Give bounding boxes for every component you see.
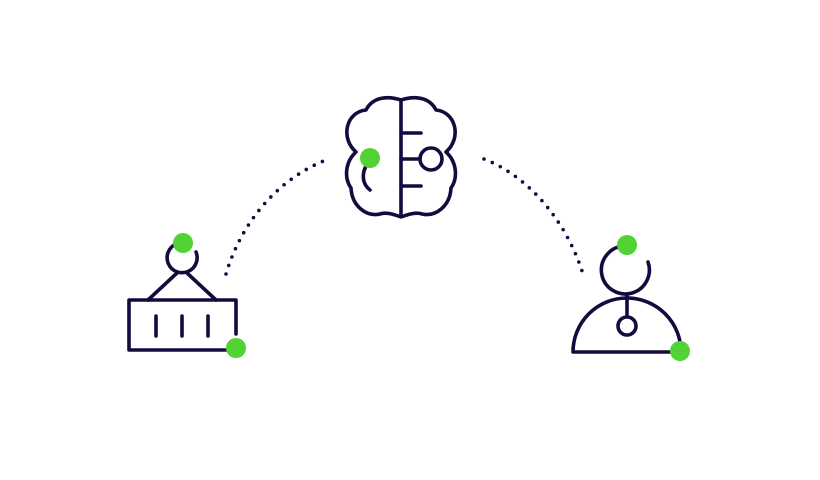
brain-circuit-traces (399, 131, 423, 188)
brain-circuit-node (418, 146, 444, 172)
person-head (599, 244, 652, 296)
brain-circuit-icon (344, 95, 458, 219)
person-pendant (616, 315, 638, 337)
person-head-accent-dot (617, 235, 637, 255)
right-dotted-connector (482, 157, 585, 276)
container-hook-accent-dot (173, 233, 193, 253)
container-cables (146, 271, 218, 302)
person-corner-accent-dot (670, 341, 690, 361)
brain-accent-dot (360, 148, 380, 168)
shipping-container-icon (127, 242, 238, 352)
person-icon (571, 244, 683, 354)
person-body (571, 296, 683, 354)
container-ribs (154, 314, 210, 338)
left-dotted-connector (224, 158, 328, 276)
brain-outline (344, 95, 458, 219)
container-body (127, 298, 238, 352)
container-corner-accent-dot (226, 338, 246, 358)
